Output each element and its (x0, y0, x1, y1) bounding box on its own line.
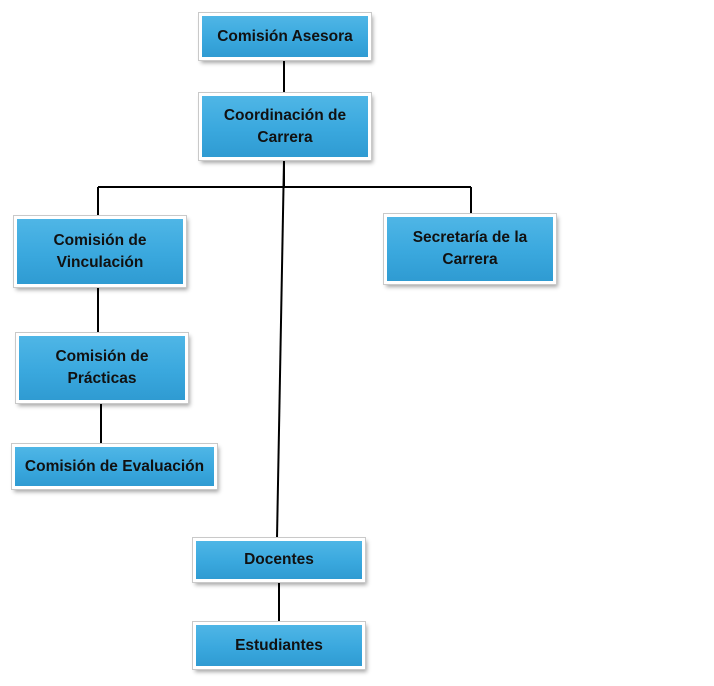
node-comision-evaluacion-label: Comisión de Evaluación (24, 457, 205, 475)
node-comision-evaluacion: Comisión de Evaluación (11, 443, 218, 490)
node-comision-vinculacion: Comisión de Vinculación (13, 215, 187, 288)
node-comision-asesora-label: Comisión Asesora (217, 27, 353, 45)
node-comision-practicas-label: Comisión de Prácticas (55, 348, 149, 387)
node-comision-vinculacion-label: Comisión de Vinculación (53, 231, 147, 271)
node-estudiantes: Estudiantes (192, 621, 366, 670)
node-secretaria-carrera: Secretaría de la Carrera (383, 213, 557, 285)
node-comision-practicas: Comisión de Prácticas (15, 332, 189, 404)
node-estudiantes-label: Estudiantes (235, 636, 323, 654)
node-coordinacion-carrera-label: Coordinación de Carrera (223, 106, 347, 146)
node-docentes-label: Docentes (244, 551, 314, 568)
node-comision-asesora: Comisión Asesora (198, 12, 372, 61)
node-secretaria-carrera-label: Secretaría de la Carrera (412, 229, 528, 268)
node-docentes: Docentes (192, 537, 366, 583)
line-coordinacion-docentes (276, 159, 285, 539)
node-coordinacion-carrera: Coordinación de Carrera (198, 92, 372, 161)
